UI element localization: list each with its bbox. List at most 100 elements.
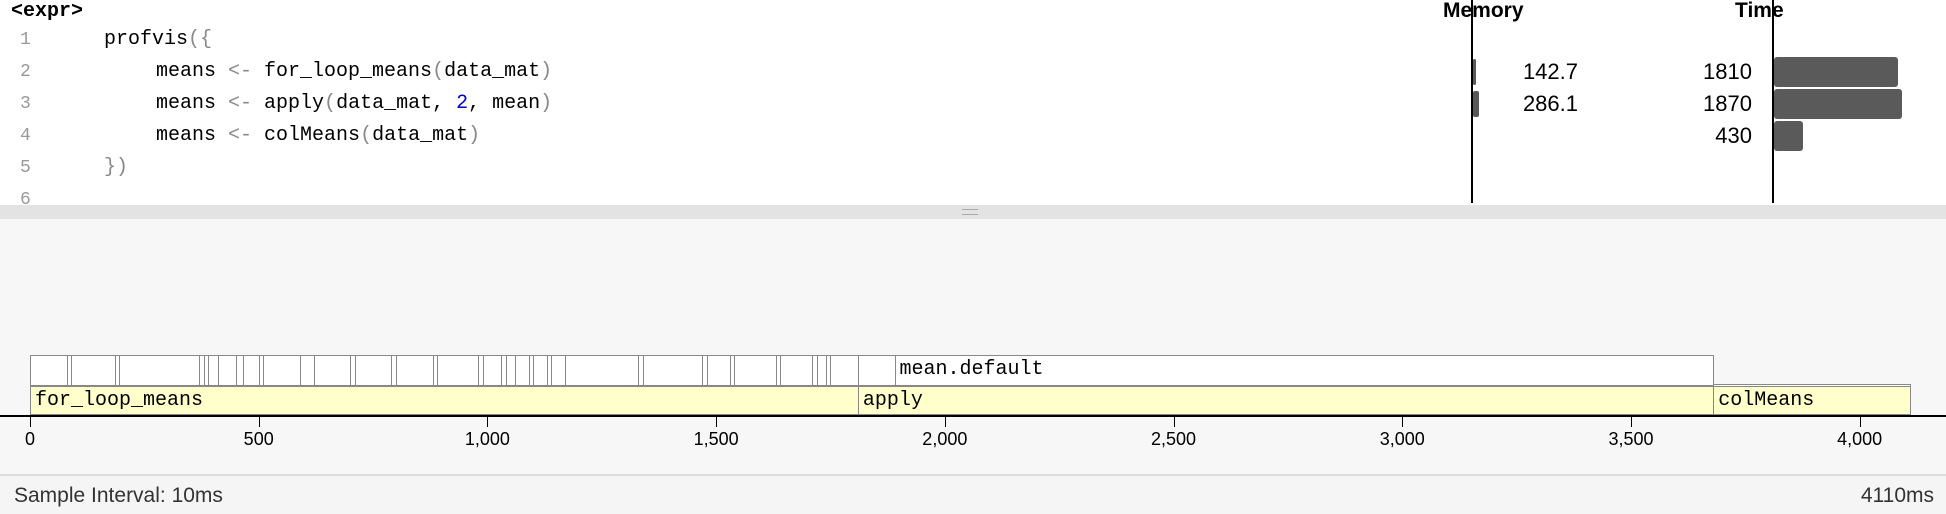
code-token: data_mat [444,60,541,83]
time-bar [1774,57,1898,87]
code-token: colMeans [252,124,361,147]
code-token: ) [540,92,553,115]
code-token: means [156,60,229,83]
code-token: <- [228,124,253,147]
code-token: <- [228,60,253,83]
code-line[interactable]: 5}) [0,152,1440,184]
axis-tick [1173,417,1175,427]
time-bar [1774,121,1803,151]
axis-tick [944,417,946,427]
code-token: profvis [104,28,189,51]
time-value: 1810 [1703,59,1752,84]
code-text: means <- apply(data_mat, 2, mean) [156,88,552,120]
code-line[interactable]: 2 means <- for_loop_means(data_mat) [0,56,1440,88]
status-footer: Sample Interval: 10ms 4110ms [0,474,1946,514]
axis-tick [1630,417,1632,427]
code-token: 2 [456,92,469,115]
time-value: 1870 [1703,91,1752,116]
code-line[interactable]: 6 [0,184,1440,205]
flame-cell[interactable] [551,355,567,386]
axis-tick [258,417,260,427]
code-token: <- [228,92,253,115]
flame-cell[interactable] [217,355,237,386]
flame-cell[interactable] [263,355,301,386]
code-line[interactable]: 3 means <- apply(data_mat, 2, mean) [0,88,1440,120]
flame-cell[interactable] [780,355,814,386]
line-number: 3 [20,94,31,114]
code-text: means <- colMeans(data_mat) [156,120,480,152]
flame-cell-base[interactable]: colMeans [1713,386,1911,415]
flame-cell[interactable] [857,355,896,386]
time-bar [1774,89,1902,119]
line-number: 4 [20,126,31,146]
memory-column-divider [1471,0,1473,203]
axis-tick-label: 2,000 [922,429,968,449]
time-value: 430 [1715,123,1752,148]
time-column-header[interactable]: Time [1735,0,1784,22]
code-line[interactable]: 4 means <- colMeans(data_mat) [0,120,1440,152]
code-token: ) [540,60,553,83]
flame-cell[interactable] [734,355,777,386]
memory-bar [1473,59,1476,85]
line-number: 2 [20,62,31,82]
flame-cell[interactable] [242,355,260,386]
splitter-grip-icon[interactable] [962,209,978,215]
code-token: ( [324,92,337,115]
code-token: for_loop_means [252,60,433,83]
code-token: ) [468,124,481,147]
flame-cell-base[interactable]: apply [857,386,1715,415]
flame-cell[interactable] [119,355,201,386]
time-axis-line [0,415,1946,417]
axis-tick [716,417,718,427]
axis-tick-label: 3,000 [1379,429,1425,449]
pane-splitter[interactable] [0,205,1946,219]
flame-cell[interactable] [830,355,859,386]
code-token: ({ [188,28,213,51]
line-number: 6 [20,190,31,205]
flame-cell[interactable] [565,355,640,386]
axis-tick-label: 0 [24,429,36,449]
axis-tick-label: 500 [243,429,274,449]
code-text: }) [104,152,128,184]
flame-cell[interactable] [299,355,315,386]
line-number: 1 [20,30,31,50]
axis-tick-label: 1,500 [693,429,739,449]
axis-tick-label: 1,000 [464,429,510,449]
flame-cell[interactable] [313,355,352,386]
axis-tick [30,417,31,427]
line-number: 5 [20,158,31,178]
flame-cell[interactable] [706,355,731,386]
code-token: , mean [468,92,541,115]
code-token: means [156,124,229,147]
flame-cell-upper[interactable]: mean.default [894,355,1715,386]
axis-tick [1859,417,1861,427]
total-time-label: 4110ms [1860,484,1934,507]
memory-column-header[interactable]: Memory [1443,0,1524,22]
flame-cell[interactable] [514,355,530,386]
flame-cell[interactable] [30,355,68,386]
axis-tick-label: 3,500 [1608,429,1654,449]
time-column-divider [1772,0,1774,203]
sample-interval-label: Sample Interval: 10ms [14,484,223,507]
flame-cell[interactable] [642,355,704,386]
code-token: data_mat, [336,92,457,115]
code-token: }) [104,156,129,179]
flame-cell[interactable] [533,355,548,386]
flame-cell[interactable] [71,355,116,386]
flame-cell[interactable] [437,355,480,386]
memory-value: 286.1 [1522,91,1578,116]
memory-bar [1473,91,1479,117]
code-line[interactable]: 1 profvis({ [0,24,1440,56]
flame-cell[interactable] [395,355,434,386]
axis-tick [487,417,489,427]
flame-cell-base[interactable]: for_loop_means [30,386,859,415]
axis-tick [1402,417,1404,427]
memory-value: 142.7 [1522,59,1578,84]
code-token: ( [360,124,373,147]
flame-cell[interactable] [482,355,503,386]
code-text: means <- for_loop_means(data_mat) [156,56,552,88]
code-text: profvis({ [104,24,212,56]
flame-cell[interactable] [354,355,393,386]
code-token: data_mat [372,124,469,147]
